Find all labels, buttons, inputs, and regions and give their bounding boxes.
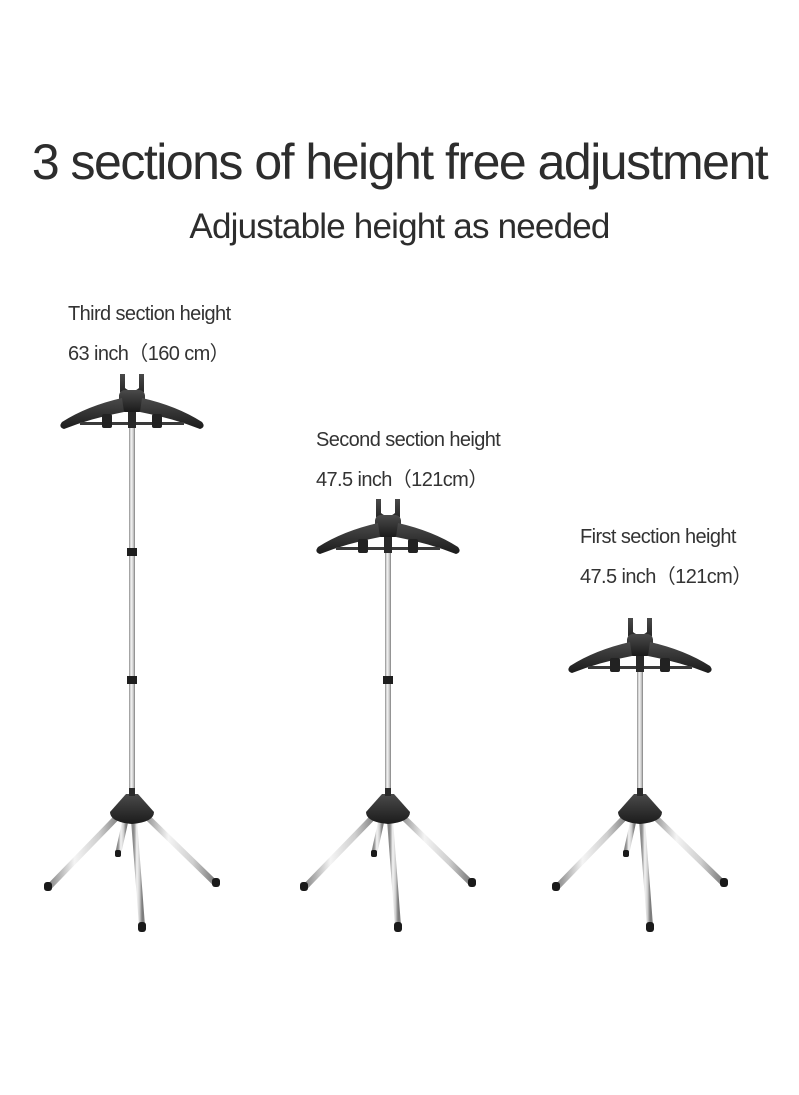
stand-third-pole <box>129 420 135 795</box>
stand-first-tripod <box>552 788 728 932</box>
second-section-name: Second section height <box>316 429 501 451</box>
stand-first-hanger <box>568 618 712 673</box>
first-section-label: First section height 47.5 inch（121cm） <box>580 524 752 590</box>
stand-third-section <box>44 374 220 932</box>
stand-third-hanger <box>60 374 204 429</box>
stand-second-section <box>300 499 476 932</box>
headline: 3 sections of height free adjustment <box>31 134 769 190</box>
second-section-label: Second section height 47.5 inch（121cm） <box>316 427 501 493</box>
third-section-name: Third section height <box>68 303 231 325</box>
second-section-size: 47.5 inch（121cm） <box>316 469 488 491</box>
stand-first-pole <box>637 664 643 795</box>
first-section-size: 47.5 inch（121cm） <box>580 566 752 588</box>
stand-second-joint <box>383 676 393 684</box>
third-section-label: Third section height 63 inch（160 cm） <box>68 301 231 367</box>
subheadline: Adjustable height as needed <box>189 207 610 246</box>
first-section-name: First section height <box>580 526 736 548</box>
stand-second-hanger <box>316 499 460 554</box>
stand-third-joint-upper <box>127 548 137 556</box>
stand-first-section <box>552 618 728 932</box>
third-section-size: 63 inch（160 cm） <box>68 343 230 365</box>
stand-third-tripod <box>44 788 220 932</box>
stand-third-joint-lower <box>127 676 137 684</box>
stand-second-tripod <box>300 788 476 932</box>
stand-second-pole <box>385 545 391 795</box>
